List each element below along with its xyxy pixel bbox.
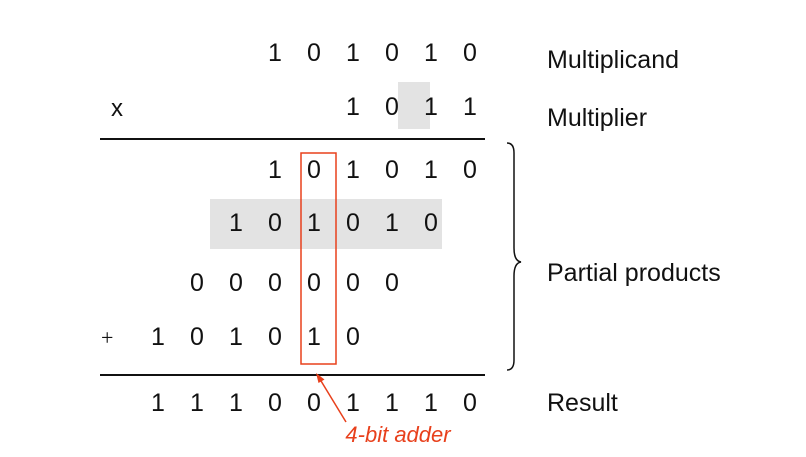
partial-product-digit: 1 <box>268 156 282 184</box>
partial-product-digit: 0 <box>424 209 438 237</box>
multiplicand-digit: 0 <box>385 39 399 67</box>
multiplier-bit-highlight <box>398 82 430 129</box>
partial-product-digit: 0 <box>190 269 204 297</box>
partial-product-digit: 0 <box>268 323 282 351</box>
result-digit: 1 <box>229 389 243 417</box>
plus-symbol: + <box>101 325 113 350</box>
multiplicand-digit: 1 <box>424 39 438 67</box>
result-digit: 1 <box>385 389 399 417</box>
partial-product-digit: 0 <box>463 156 477 184</box>
partial-product-digit: 0 <box>268 209 282 237</box>
partial-product-digit: 1 <box>346 156 360 184</box>
result-digit: 0 <box>463 389 477 417</box>
partial-product-highlight <box>210 199 442 249</box>
partial-products-label: Partial products <box>547 259 721 287</box>
multiplicand-label: Multiplicand <box>547 46 679 74</box>
multiplicand-digit: 1 <box>346 39 360 67</box>
partial-product-digit: 0 <box>190 323 204 351</box>
callout-label: 4-bit adder <box>345 422 452 447</box>
multiplicand-digit: 0 <box>307 39 321 67</box>
partial-product-digit: 1 <box>385 209 399 237</box>
partial-product-digit: 1 <box>307 323 321 351</box>
partial-product-digit: 0 <box>268 269 282 297</box>
partial-product-digit: 0 <box>346 269 360 297</box>
partial-product-digit: 0 <box>385 156 399 184</box>
result-digit: 1 <box>151 389 165 417</box>
partial-product-digit: 1 <box>307 209 321 237</box>
result-digit: 1 <box>346 389 360 417</box>
multiply-symbol: x <box>111 95 123 122</box>
result-label: Result <box>547 389 618 417</box>
partial-product-digit: 0 <box>229 269 243 297</box>
result-digit: 1 <box>190 389 204 417</box>
multiplier-label: Multiplier <box>547 104 647 132</box>
partial-product-digit: 1 <box>151 323 165 351</box>
result-digit: 0 <box>268 389 282 417</box>
partial-product-digit: 0 <box>346 323 360 351</box>
partial-product-digit: 1 <box>229 209 243 237</box>
callout-arrowhead <box>316 373 325 383</box>
result-digit: 0 <box>307 389 321 417</box>
partial-product-digit: 1 <box>424 156 438 184</box>
callout-arrow-line <box>317 375 347 423</box>
multiplier-digit: 0 <box>385 93 399 121</box>
multiplier-digit: 1 <box>424 93 438 121</box>
multiplier-digit: 1 <box>346 93 360 121</box>
partial-product-digit: 1 <box>229 323 243 351</box>
result-digit: 1 <box>424 389 438 417</box>
multiplicand-digit: 0 <box>463 39 477 67</box>
adder-column-box <box>300 152 337 365</box>
multiplier-digit: 1 <box>463 93 477 121</box>
partial-product-digit: 0 <box>385 269 399 297</box>
partial-products-brace <box>506 142 522 371</box>
partial-product-digit: 0 <box>346 209 360 237</box>
multiplicand-digit: 1 <box>268 39 282 67</box>
partial-product-digit: 0 <box>307 156 321 184</box>
partial-product-digit: 0 <box>307 269 321 297</box>
